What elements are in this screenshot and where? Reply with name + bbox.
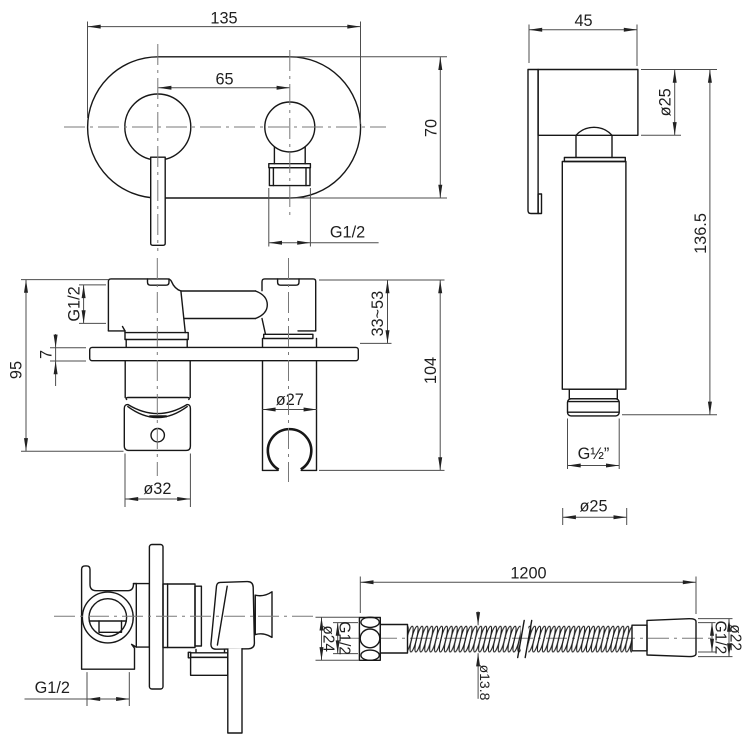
svg-text:ø25: ø25 bbox=[579, 498, 607, 516]
svg-text:G1/2: G1/2 bbox=[65, 286, 83, 321]
svg-text:G1/2: G1/2 bbox=[35, 679, 70, 697]
svg-text:ø27: ø27 bbox=[276, 391, 304, 409]
svg-text:45: 45 bbox=[574, 12, 592, 30]
svg-text:G1/2: G1/2 bbox=[711, 621, 728, 655]
svg-text:G1/2: G1/2 bbox=[330, 224, 365, 242]
svg-text:ø24: ø24 bbox=[319, 625, 336, 652]
svg-text:7: 7 bbox=[38, 350, 56, 359]
svg-text:104: 104 bbox=[422, 357, 440, 384]
svg-text:ø25: ø25 bbox=[657, 88, 675, 116]
svg-text:G½”: G½” bbox=[578, 445, 610, 463]
svg-text:95: 95 bbox=[8, 361, 26, 379]
svg-text:1200: 1200 bbox=[510, 565, 546, 583]
svg-text:135: 135 bbox=[210, 10, 237, 28]
svg-text:ø22: ø22 bbox=[726, 624, 743, 651]
svg-text:65: 65 bbox=[215, 71, 233, 89]
svg-text:70: 70 bbox=[423, 119, 441, 137]
svg-text:ø32: ø32 bbox=[143, 480, 171, 498]
svg-text:136.5: 136.5 bbox=[692, 213, 710, 254]
svg-text:ø13.8: ø13.8 bbox=[477, 665, 493, 701]
svg-text:33~53: 33~53 bbox=[369, 291, 387, 337]
svg-text:G1/2: G1/2 bbox=[336, 621, 353, 655]
